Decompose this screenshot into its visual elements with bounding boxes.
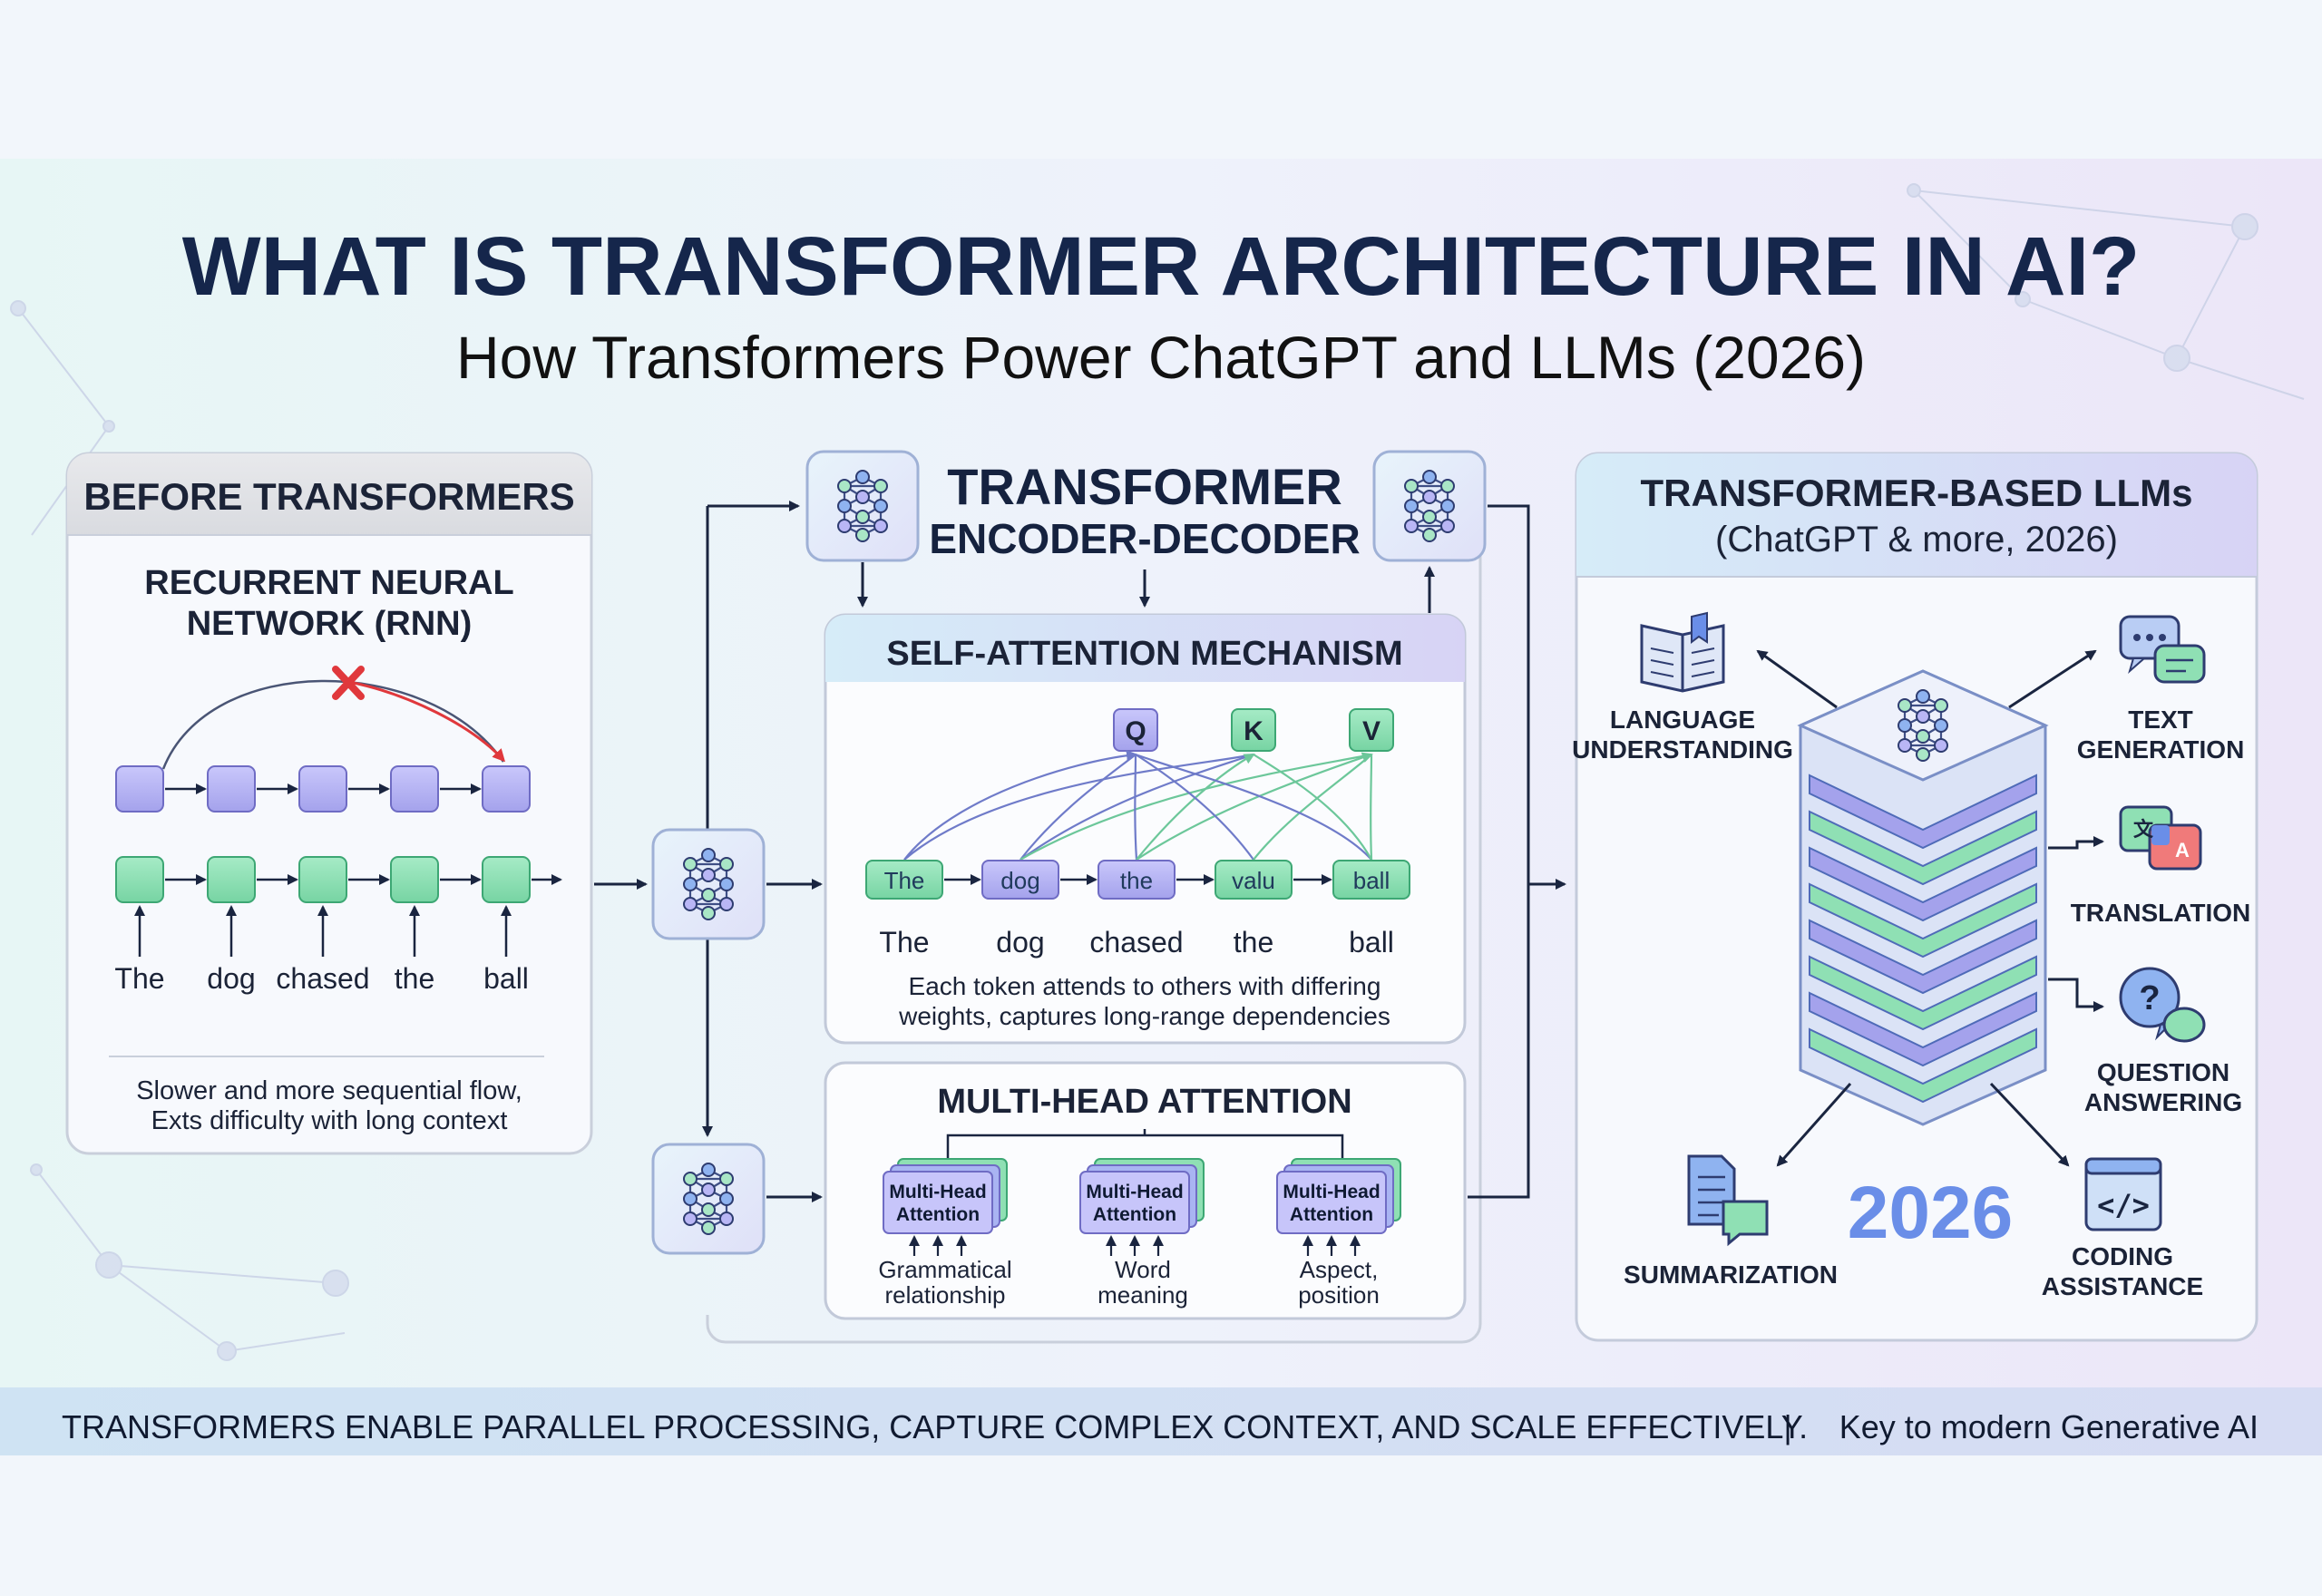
year-label: 2026	[1848, 1172, 2013, 1254]
attention-word: chased	[1089, 926, 1183, 959]
attention-head-label: Multi-Head	[1283, 1182, 1380, 1202]
app-label-translation: TRANSLATION	[2071, 899, 2251, 927]
svg-text:?: ?	[2139, 979, 2160, 1017]
attention-head-label: Multi-Head	[1086, 1182, 1183, 1202]
attention-head-label: Attention	[896, 1204, 980, 1225]
long-range-arc	[161, 679, 505, 770]
llms-heading: TRANSFORMER-BASED LLMs	[1641, 472, 2193, 514]
rnn-word: chased	[276, 962, 369, 995]
llm-server-stack	[1797, 669, 2049, 1126]
translate-icon: 文 A	[2119, 805, 2202, 871]
value-node	[1349, 708, 1394, 752]
rnn-title: RECURRENT NEURAL	[144, 564, 513, 602]
rnn-title-line2: NETWORK (RNN)	[187, 605, 473, 643]
token-label: The	[884, 867, 925, 894]
transformer-title-line2: ENCODER-DECODER	[929, 515, 1360, 562]
rnn-word: the	[395, 962, 434, 995]
self-attention-note-line2: weights, captures long-range dependencie…	[898, 1002, 1390, 1030]
app-label-coding-line2: ASSISTANCE	[2042, 1272, 2203, 1300]
app-label-text: TEXT	[2128, 706, 2193, 734]
attention-word: dog	[996, 926, 1044, 959]
page-title: WHAT IS TRANSFORMER ARCHITECTURE IN AI?	[182, 220, 2140, 313]
key-label: K	[1244, 716, 1263, 746]
app-label-text-line2: GENERATION	[2077, 735, 2245, 764]
app-label-question-line2: ANSWERING	[2084, 1088, 2242, 1116]
token-row	[865, 860, 1410, 900]
rnn-input-row	[115, 856, 562, 957]
rnn-word: The	[114, 962, 164, 995]
footer-tagline: Key to modern Generative AI	[1839, 1408, 2259, 1445]
footer-separator: |	[1783, 1408, 1791, 1445]
rnn-word: dog	[207, 962, 255, 995]
code-icon: </>	[2084, 1157, 2162, 1231]
head-caption: Word	[1115, 1256, 1171, 1283]
footer-text: TRANSFORMERS ENABLE PARALLEL PROCESSING,…	[62, 1408, 1808, 1445]
page-subtitle: How Transformers Power ChatGPT and LLMs …	[456, 324, 1866, 391]
token-label: ball	[1353, 867, 1390, 894]
attention-head-block	[883, 1158, 1008, 1234]
transformer-title: TRANSFORMER	[947, 458, 1342, 515]
long-range-arc-red	[348, 680, 506, 763]
llms-subheading: (ChatGPT & more, 2026)	[1715, 520, 2118, 560]
question-icon: ?	[2119, 967, 2206, 1043]
rnn-word: ball	[483, 962, 529, 995]
head-caption: Aspect,	[1300, 1256, 1379, 1283]
document-icon	[1687, 1154, 1769, 1247]
app-label-summarization: SUMMARIZATION	[1624, 1260, 1838, 1289]
head-caption: meaning	[1098, 1281, 1188, 1309]
neural-network-icon	[805, 450, 920, 562]
key-node	[1231, 708, 1276, 752]
token-label: the	[1120, 867, 1153, 894]
token-label: valu	[1232, 867, 1275, 894]
app-label-question: QUESTION	[2097, 1058, 2229, 1086]
multi-head-attention-box: MULTI-HEAD ATTENTION Multi-Head Attentio…	[824, 1061, 1467, 1320]
before-transformers-panel: BEFORE TRANSFORMERS RECURRENT NEURAL NET…	[65, 452, 593, 1155]
rnn-note: Slower and more sequential flow,	[136, 1076, 522, 1105]
self-attention-heading: SELF-ATTENTION MECHANISM	[886, 635, 1402, 673]
before-heading: BEFORE TRANSFORMERS	[83, 475, 574, 518]
footer-bar	[0, 1387, 2322, 1455]
query-label: Q	[1125, 716, 1146, 746]
app-label-language: LANGUAGE	[1610, 706, 1755, 734]
rnn-hidden-row	[115, 765, 531, 813]
head-caption: position	[1298, 1281, 1380, 1309]
attention-head-block	[1079, 1158, 1205, 1234]
attention-head-label: Attention	[1290, 1204, 1373, 1225]
attention-word: ball	[1349, 926, 1394, 959]
neural-network-icon	[651, 1143, 766, 1255]
head-caption: relationship	[885, 1281, 1006, 1309]
svg-text:A: A	[2175, 839, 2190, 861]
self-attention-box: SELF-ATTENTION MECHANISM Q K V	[824, 613, 1467, 1045]
attention-lines	[903, 750, 1373, 861]
svg-text:文: 文	[2133, 818, 2154, 841]
head-caption: Grammatical	[878, 1256, 1011, 1283]
svg-text:</>: </>	[2097, 1188, 2150, 1222]
transformer-panel: TRANSFORMER ENCODER-DECODER SELF-ATTENTI…	[651, 450, 1566, 1344]
app-label-coding: CODING	[2072, 1242, 2173, 1270]
book-icon	[1640, 611, 1725, 693]
neural-network-icon	[651, 828, 766, 940]
attention-word: the	[1234, 926, 1273, 959]
attention-head-block	[1276, 1158, 1401, 1234]
attention-word: The	[879, 926, 929, 959]
self-attention-note: Each token attends to others with differ…	[909, 972, 1381, 1000]
multi-head-heading: MULTI-HEAD ATTENTION	[937, 1083, 1351, 1121]
transformer-llms-panel: TRANSFORMER-BASED LLMs (ChatGPT & more, …	[1572, 452, 2259, 1342]
chat-bubbles-icon	[2119, 615, 2206, 684]
attention-head-label: Multi-Head	[889, 1182, 986, 1202]
red-cross-icon	[332, 666, 365, 700]
neural-network-icon	[1372, 450, 1487, 562]
app-label-language-line2: UNDERSTANDING	[1572, 735, 1793, 764]
value-label: V	[1362, 716, 1381, 746]
token-label: dog	[1000, 867, 1039, 894]
rnn-note-line2: Exts difficulty with long context	[151, 1106, 508, 1135]
attention-head-label: Attention	[1093, 1204, 1176, 1225]
